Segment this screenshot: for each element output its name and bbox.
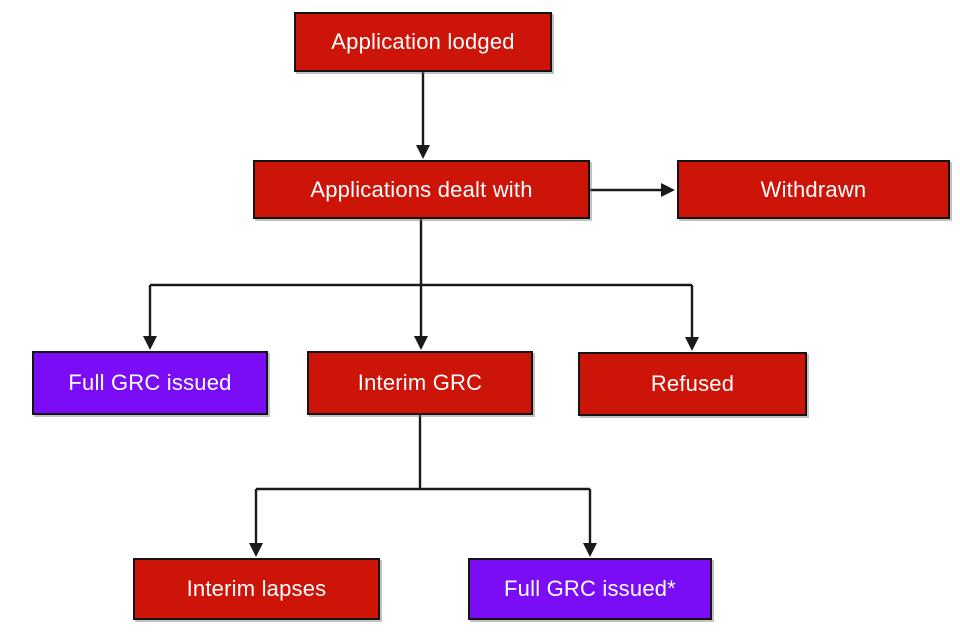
node-full-grc-issued: Full GRC issued — [32, 351, 268, 415]
node-full-grc-issued-star: Full GRC issued* — [468, 558, 712, 620]
node-application-lodged: Application lodged — [294, 12, 552, 72]
arrowhead-into-withdrawn — [661, 183, 675, 197]
node-refused-label: Refused — [650, 371, 735, 396]
node-full-grc-issued-star-label: Full GRC issued* — [504, 576, 676, 601]
node-interim-lapses-label: Interim lapses — [186, 576, 327, 601]
node-withdrawn-label: Withdrawn — [760, 176, 867, 202]
arrowhead-into-refused — [685, 337, 699, 351]
arrowhead-into-dealt — [416, 145, 430, 159]
node-interim-grc-label: Interim GRC — [357, 370, 483, 395]
node-interim-grc: Interim GRC — [307, 351, 533, 415]
node-applications-dealt-with: Applications dealt with — [253, 160, 590, 219]
node-full-grc-issued-label: Full GRC issued — [68, 370, 232, 395]
node-interim-lapses: Interim lapses — [133, 558, 380, 620]
node-withdrawn: Withdrawn — [677, 160, 950, 219]
node-applications-dealt-with-label: Applications dealt with — [310, 176, 533, 202]
arrowhead-into-interim-grc — [414, 336, 428, 350]
arrowhead-into-full-grc — [143, 336, 157, 350]
arrowhead-into-lapses — [249, 543, 263, 557]
node-application-lodged-label: Application lodged — [331, 29, 515, 54]
arrowhead-into-full-grc-star — [583, 543, 597, 557]
node-refused: Refused — [578, 352, 807, 416]
